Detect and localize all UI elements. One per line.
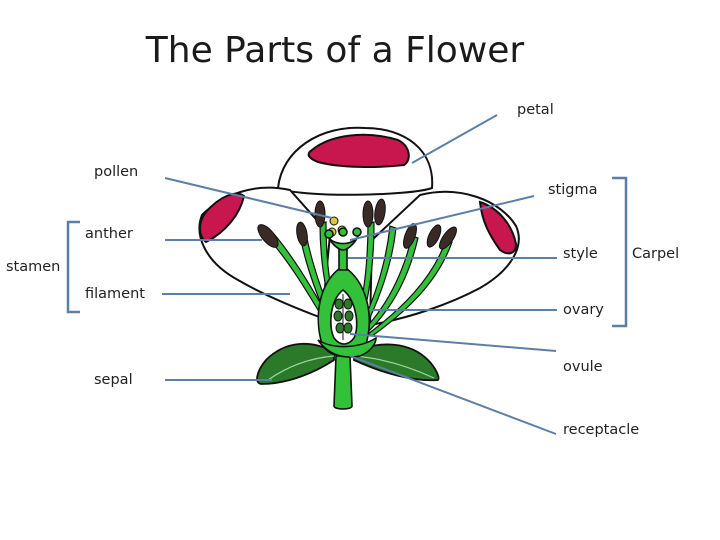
- sepal-left-vein: [267, 355, 335, 381]
- leader-ovule: [349, 333, 557, 352]
- label-carpel: Carpel: [632, 246, 680, 262]
- pollen-grain-1: [329, 216, 339, 226]
- receptacle-shape: [317, 336, 377, 358]
- bracket-carpel: [612, 176, 628, 328]
- sepals: [256, 342, 440, 385]
- bracket-stamen: [66, 220, 80, 314]
- sepal-left: [256, 342, 335, 385]
- slide-title: The Parts of a Flower: [145, 30, 525, 71]
- ovule-2: [343, 298, 353, 310]
- anther-4: [362, 200, 374, 228]
- ovule-3: [333, 310, 343, 322]
- brackets: [66, 176, 628, 328]
- label-anther: anther: [85, 226, 133, 242]
- stigma-shape: [327, 235, 359, 251]
- leader-stigma: [349, 195, 535, 241]
- leader-receptacle: [349, 355, 557, 435]
- label-ovary: ovary: [563, 302, 604, 318]
- label-petal: petal: [517, 102, 554, 118]
- ovule-6: [343, 322, 353, 334]
- sepal-right-vein: [353, 355, 435, 379]
- anther-2: [296, 221, 308, 247]
- label-filament: filament: [85, 286, 145, 302]
- stigma-tip-center: [338, 227, 348, 237]
- label-sepal: sepal: [94, 372, 133, 388]
- label-pollen: pollen: [94, 164, 139, 180]
- anther-8: [426, 224, 442, 248]
- ovules: [333, 298, 354, 334]
- ovule-1: [334, 298, 344, 310]
- ovule-5: [335, 322, 345, 334]
- anther-5: [374, 198, 386, 226]
- anther-7: [438, 226, 458, 250]
- label-stamen: stamen: [6, 259, 61, 275]
- petals: [198, 126, 520, 327]
- petal-tip-left: [199, 192, 246, 244]
- label-stigma: stigma: [548, 182, 598, 198]
- leader-lines: [162, 114, 557, 435]
- stigma-tip-left: [324, 229, 334, 239]
- anther-1: [257, 224, 279, 248]
- leader-petal: [411, 114, 498, 164]
- petal-tip-top: [307, 133, 410, 168]
- stem: [333, 355, 353, 410]
- label-ovule: ovule: [563, 359, 603, 375]
- label-style: style: [563, 246, 598, 262]
- ovule-4: [344, 310, 354, 322]
- label-receptacle: receptacle: [563, 422, 640, 438]
- stigma-tip-right: [352, 227, 362, 237]
- leader-pollen: [164, 177, 333, 219]
- petal-tip-right: [478, 200, 518, 255]
